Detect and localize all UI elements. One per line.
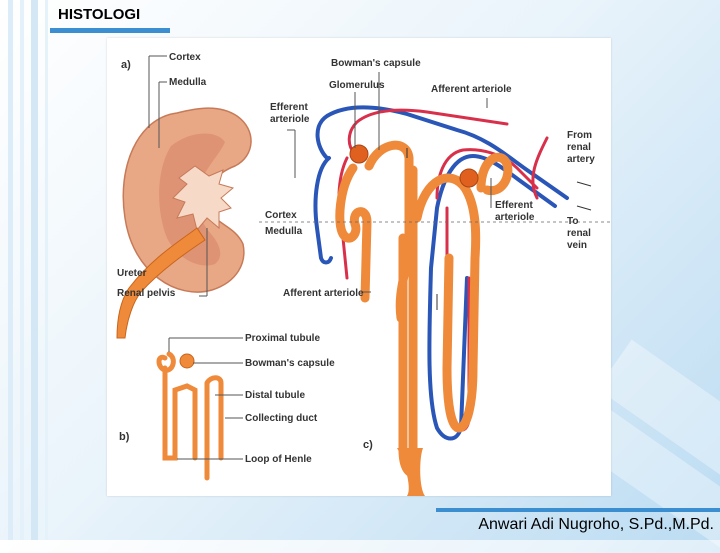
label-to-renal-2: renal — [567, 228, 591, 239]
background-stripe — [8, 0, 13, 540]
label-medulla-c: Medulla — [265, 226, 303, 237]
label-loop-of-henle: Loop of Henle — [245, 454, 312, 465]
label-efferent-arteriole-2: arteriole — [270, 114, 310, 125]
label-renal-pelvis: Renal pelvis — [117, 288, 176, 299]
background-stripe — [31, 0, 38, 540]
author-name: Anwari Adi Nugroho, S.Pd.,M.Pd. — [478, 516, 714, 533]
nephron-diagram: a) Cortex Medulla Ureter Renal pelvis b)… — [107, 38, 611, 496]
background-stripe — [20, 0, 24, 540]
label-collecting-duct: Collecting duct — [245, 413, 318, 424]
label-cortex-c: Cortex — [265, 210, 297, 221]
label-medulla-a: Medulla — [169, 77, 207, 88]
panel-b-leader-lines — [168, 337, 243, 460]
label-bowmans-capsule-b: Bowman's capsule — [245, 358, 335, 369]
label-to-renal-3: vein — [567, 240, 587, 251]
label-cortex-a: Cortex — [169, 52, 201, 63]
label-proximal-tubule: Proximal tubule — [245, 333, 320, 344]
label-efferent-arteriole-1: Efferent — [270, 102, 308, 113]
label-distal-tubule: Distal tubule — [245, 390, 305, 401]
label-bowmans-capsule-c: Bowman's capsule — [331, 58, 421, 69]
panel-b-tag: b) — [119, 431, 130, 443]
label-afferent-arteriole-top: Afferent arteriole — [431, 84, 512, 95]
panel-c-leader-lines — [287, 72, 492, 293]
nephron-small — [156, 351, 224, 481]
label-from-renal-1: From — [567, 130, 592, 141]
kidney-illustration — [116, 107, 252, 339]
background-stripe — [45, 0, 48, 540]
label-glomerulus: Glomerulus — [329, 80, 385, 91]
label-from-renal-2: renal — [567, 142, 591, 153]
title-underline — [50, 28, 170, 33]
label-from-renal-3: artery — [567, 154, 595, 165]
nephron-detail — [259, 105, 611, 496]
panel-a-tag: a) — [121, 59, 131, 71]
label-to-renal-1: To — [567, 216, 578, 227]
author-underline — [436, 508, 720, 512]
label-ureter: Ureter — [117, 268, 147, 279]
label-efferent-right-2: arteriole — [495, 212, 535, 223]
panel-c-tag: c) — [363, 439, 373, 451]
label-efferent-right-1: Efferent — [495, 200, 533, 211]
label-afferent-arteriole-bottom: Afferent arteriole — [283, 288, 364, 299]
diagram-svg: a) Cortex Medulla Ureter Renal pelvis b)… — [116, 52, 611, 496]
slide-title: HISTOLOGI — [58, 6, 141, 23]
